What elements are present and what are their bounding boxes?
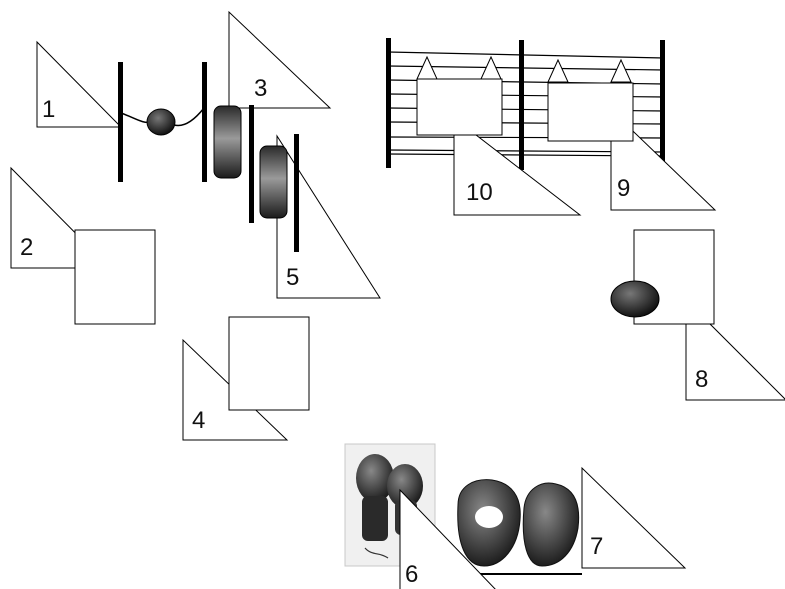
area-box-4 [228, 316, 310, 411]
callout-9: 9 [547, 82, 717, 211]
label-9: 9 [617, 175, 630, 202]
label-5: 5 [286, 264, 299, 291]
callout-10: 10 [416, 78, 582, 216]
label-10: 10 [466, 179, 493, 206]
callout-3: 3 [228, 10, 332, 109]
callout-5: 5 [276, 134, 381, 299]
callout-4: 4 [182, 316, 310, 441]
punching-bag-icon [610, 280, 660, 318]
label-4: 4 [192, 407, 205, 434]
label-3: 3 [254, 75, 267, 102]
callout-6: 6 [399, 488, 496, 589]
callout-8: 8 [610, 229, 785, 401]
label-1: 1 [42, 96, 55, 123]
label-2: 2 [20, 234, 33, 261]
equipment-area [344, 443, 582, 575]
label-6: 6 [405, 561, 418, 588]
area-box-9 [547, 82, 634, 142]
area-box-8 [633, 229, 715, 325]
label-8: 8 [695, 366, 708, 393]
area-box-10 [416, 78, 503, 136]
area-box-2 [74, 229, 156, 325]
callout-7: 7 [581, 466, 687, 569]
speed-bag-station [118, 62, 207, 182]
focus-mitts-icon [457, 479, 582, 575]
callout-2: 2 [10, 166, 156, 325]
label-7: 7 [590, 533, 603, 560]
heavy-bag-2 [259, 145, 288, 219]
heavy-bag-1 [213, 105, 242, 179]
callout-1: 1 [36, 40, 123, 128]
speed-bag-icon [146, 108, 176, 136]
